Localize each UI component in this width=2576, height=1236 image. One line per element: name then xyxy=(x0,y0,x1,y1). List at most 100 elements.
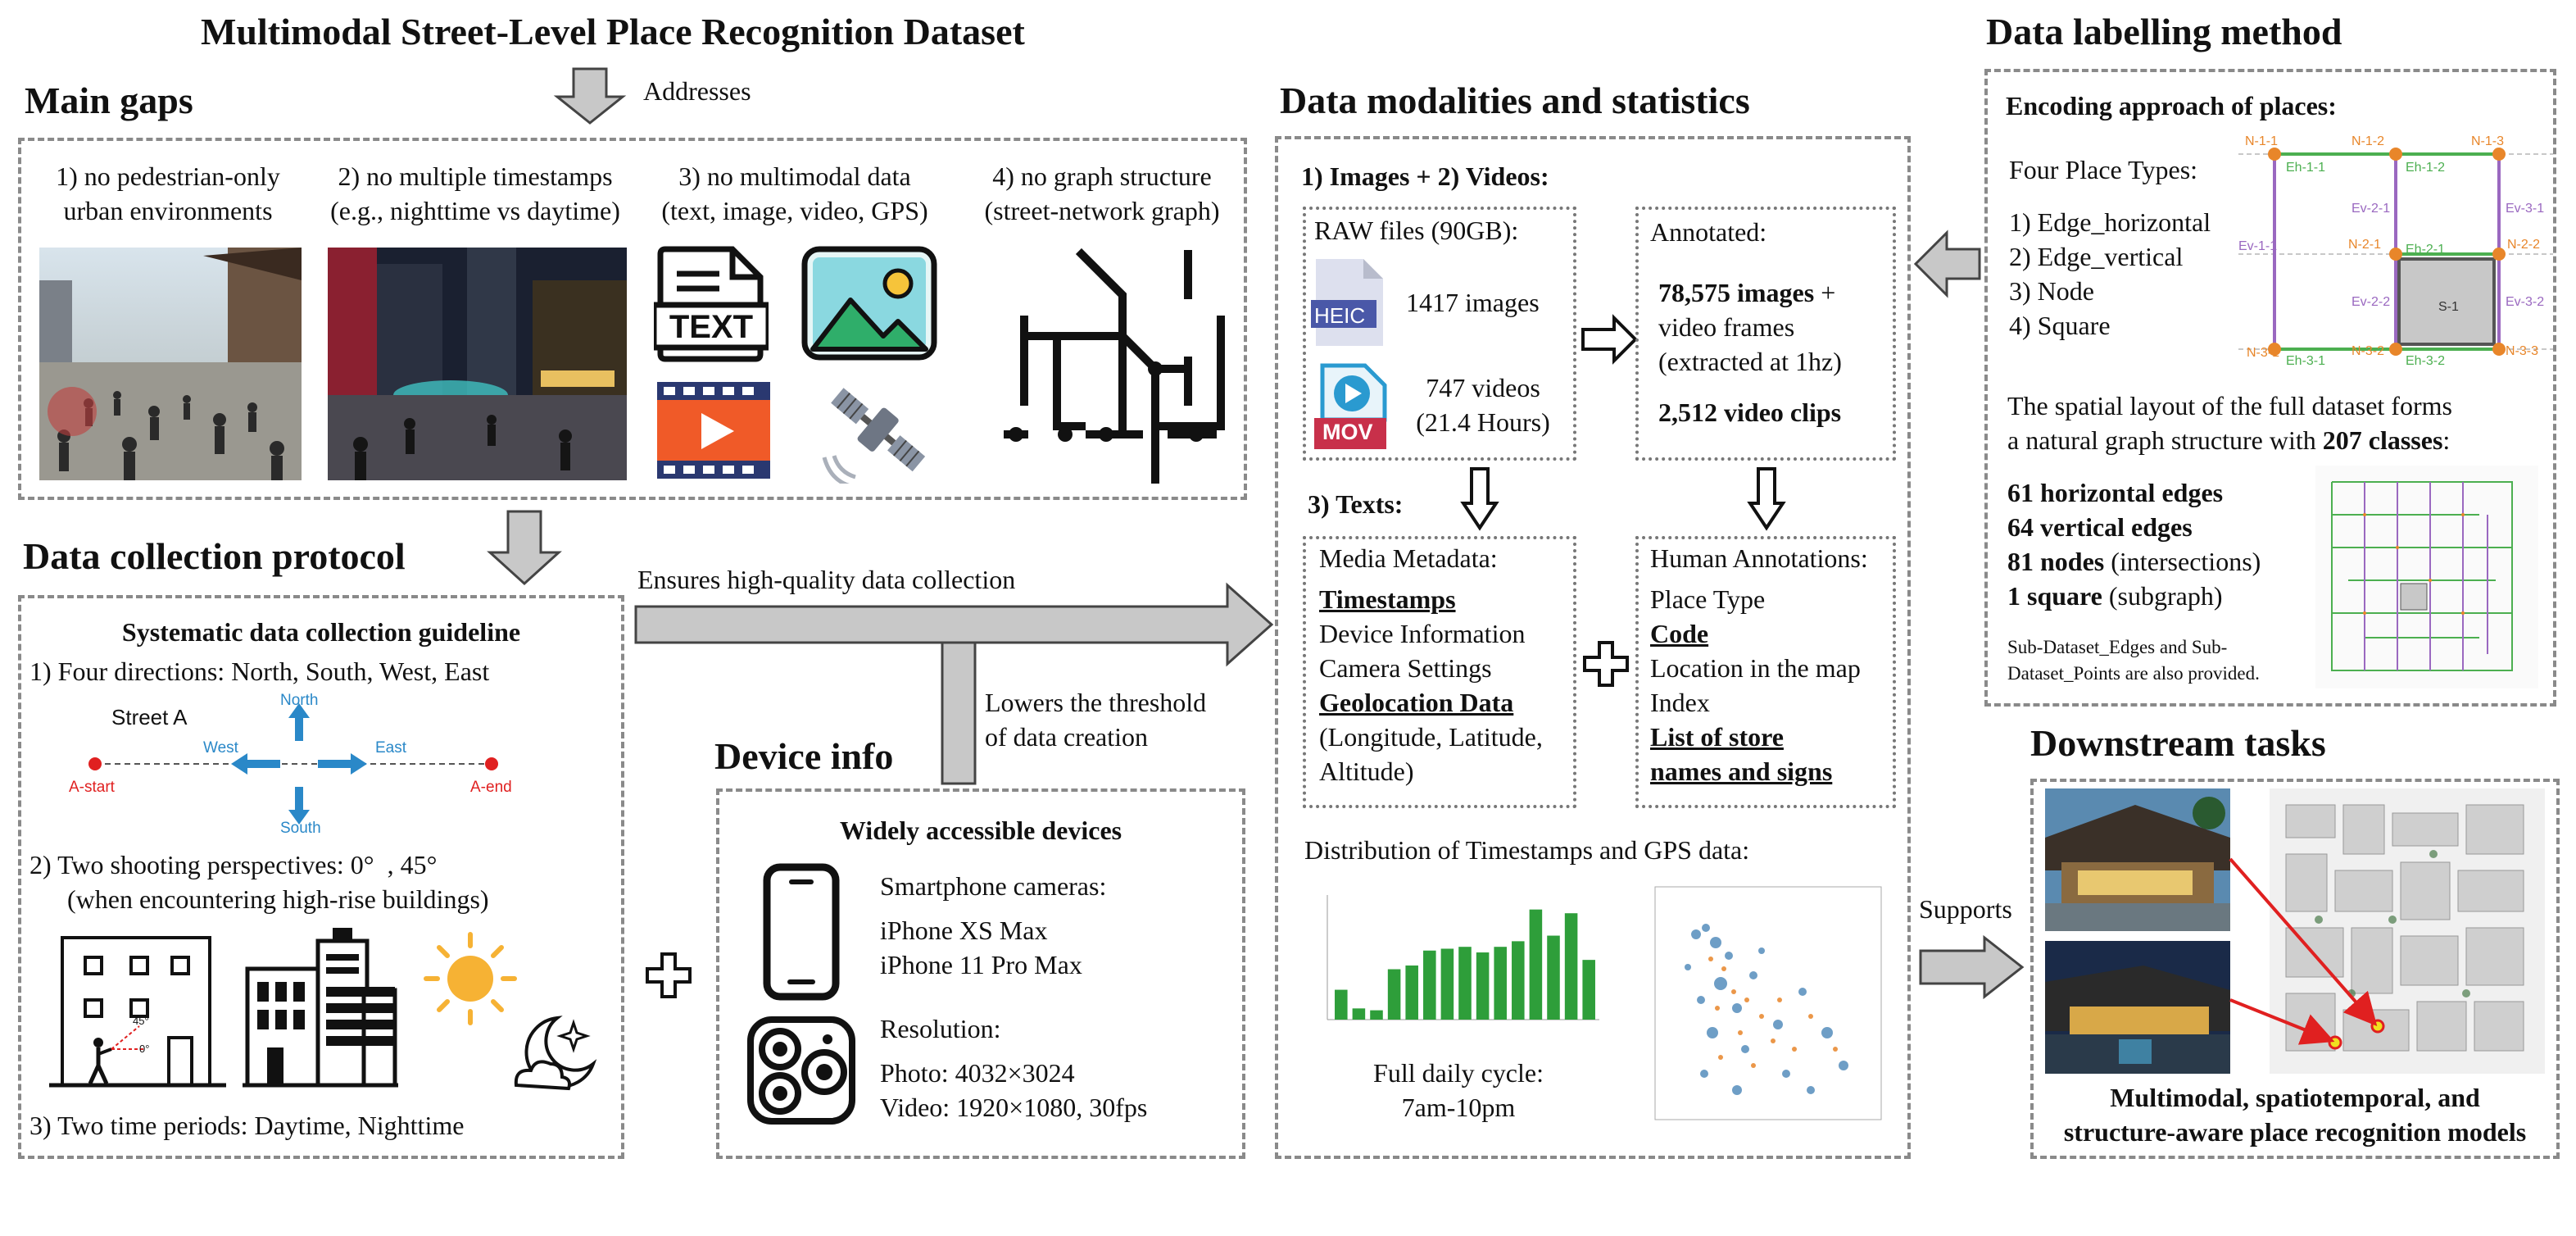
video-film-icon xyxy=(657,382,770,479)
gps-satellite-icon xyxy=(822,388,926,484)
protocol-item-3: 3) Two time periods: Daytime, Nighttime xyxy=(29,1111,465,1140)
lowers-threshold-arrow xyxy=(941,641,977,785)
node-label-n32: N-3-2 xyxy=(2352,344,2385,358)
gaps-to-protocol-arrow xyxy=(487,510,562,586)
edge-label-eh12: Eh-1-2 xyxy=(2406,161,2446,175)
media-metadata-list: Media Metadata: Timestamps Device Inform… xyxy=(1319,543,1543,786)
daytime-pedestrian-photo xyxy=(39,248,302,480)
human-annotations-list: Human Annotations: Place Type Code Locat… xyxy=(1650,543,1868,786)
moon-icon xyxy=(514,1016,597,1091)
videos-count: 747 videos(21.4 Hours) xyxy=(1416,373,1550,437)
heic-label: HEIC xyxy=(1314,303,1366,328)
raw-to-metadata-arrow xyxy=(1460,467,1499,531)
annotated-label: Annotated: xyxy=(1650,217,1767,247)
main-gaps-heading: Main gaps xyxy=(25,80,193,121)
node-label-n22: N-2-2 xyxy=(2507,238,2541,252)
triple-camera-icon xyxy=(747,1016,855,1125)
node-label-n21: N-2-1 xyxy=(2348,238,2382,252)
place-types-list: 1) Edge_horizontal 2) Edge_vertical 3) N… xyxy=(2009,207,2211,340)
protocol-item-1: 1) Four directions: North, South, West, … xyxy=(29,657,490,686)
edge-label-ev21: Ev-2-1 xyxy=(2352,202,2391,216)
nighttime-street-photo xyxy=(328,248,627,480)
protocol-subheading: Systematic data collection guideline xyxy=(121,617,521,647)
gap-item-3: 3) no multimodal data(text, image, video… xyxy=(661,161,928,225)
text-icon-label: TEXT xyxy=(669,309,754,345)
mov-file-icon xyxy=(1314,363,1387,449)
chart-bar-13 xyxy=(1440,948,1454,1020)
south-label: South xyxy=(280,820,321,837)
plus-icon-2 xyxy=(1583,641,1629,687)
timestamp-bar-chart xyxy=(1311,888,1606,1033)
edge-label-ev11: Ev-1-1 xyxy=(2238,239,2278,253)
device-panel xyxy=(716,788,1245,1159)
chart-bar-11 xyxy=(1405,965,1418,1020)
node-label-n12: N-1-2 xyxy=(2352,134,2385,148)
images-count: 1417 images xyxy=(1406,288,1540,317)
edge-label-ev32: Ev-3-2 xyxy=(2506,295,2545,309)
encoding-grid-diagram xyxy=(2238,148,2553,356)
downstream-day-photo xyxy=(2045,788,2230,931)
edge-label-ev31: Ev-3-1 xyxy=(2506,202,2545,216)
angle-45-label: 45° xyxy=(133,1015,149,1027)
node-label-n11: N-1-1 xyxy=(2245,134,2279,148)
sun-icon xyxy=(424,932,517,1025)
gap-item-4: 4) no graph structure(street-network gra… xyxy=(984,161,1220,225)
annotated-to-human-arrow xyxy=(1747,467,1786,531)
supports-arrow xyxy=(1919,934,2025,1000)
texts-label: 3) Texts: xyxy=(1308,489,1404,519)
edge-label-eh32: Eh-3-2 xyxy=(2406,354,2446,368)
labelling-heading: Data labelling method xyxy=(1986,11,2342,52)
sub-dataset-note: Sub-Dataset_Edges and Sub-Dataset_Points… xyxy=(2007,637,2260,684)
chart-bar-19 xyxy=(1547,935,1560,1020)
node-label-n13: N-1-3 xyxy=(2471,134,2505,148)
daily-cycle-label: Full daily cycle:7am-10pm xyxy=(1373,1058,1544,1122)
resolution-info: Resolution: Photo: 4032×3024 Video: 1920… xyxy=(880,1014,1148,1122)
gps-scatter-plot xyxy=(1654,886,1882,1120)
image-picture-icon xyxy=(801,246,937,361)
downstream-heading: Downstream tasks xyxy=(2030,722,2326,764)
device-subheading: Widely accessible devices xyxy=(839,816,1122,845)
annotated-stats: 78,575 images + video frames (extracted … xyxy=(1658,278,1842,427)
downstream-panel xyxy=(2030,779,2560,1159)
node-label-n33: N-3-3 xyxy=(2506,344,2539,358)
smartphone-icon xyxy=(763,863,840,1001)
edge-label-eh21: Eh-2-1 xyxy=(2406,243,2446,257)
north-label: North xyxy=(280,692,319,709)
main-gaps-panel xyxy=(18,138,1247,500)
addresses-label: Addresses xyxy=(643,76,751,106)
raw-files-label: RAW files (90GB): xyxy=(1314,216,1519,245)
encoding-approach-label: Encoding approach of places: xyxy=(2006,91,2337,120)
ensures-label: Ensures high-quality data collection xyxy=(637,565,1016,594)
text-document-icon xyxy=(654,246,769,362)
a-end-label: A-end xyxy=(470,779,512,796)
recognition-arrows xyxy=(2229,857,2378,1045)
modalities-panel xyxy=(1275,136,1911,1159)
media-metadata-box xyxy=(1303,536,1576,808)
chart-bar-7 xyxy=(1335,989,1348,1020)
dataset-title: Multimodal Street-Level Place Recognitio… xyxy=(201,11,1025,52)
device-heading: Device info xyxy=(714,735,894,777)
annotated-box xyxy=(1635,207,1896,461)
east-label: East xyxy=(375,739,407,757)
street-label: Street A xyxy=(111,705,188,729)
raw-to-annotated-arrow xyxy=(1581,314,1638,365)
place-types-label: Four Place Types: xyxy=(2009,155,2198,184)
spatial-layout-text: The spatial layout of the full dataset f… xyxy=(2007,391,2452,455)
chart-bar-18 xyxy=(1529,909,1543,1020)
protocol-panel xyxy=(18,595,624,1159)
chart-bar-12 xyxy=(1423,950,1436,1020)
high-rise-building-icon xyxy=(243,928,398,1088)
angle-0-label: 0° xyxy=(139,1043,150,1055)
modalities-heading: Data modalities and statistics xyxy=(1280,80,1750,121)
full-graph-map xyxy=(2315,466,2538,688)
protocol-item-2: 2) Two shooting perspectives: 0° , 45° (… xyxy=(29,850,489,914)
chart-bar-16 xyxy=(1494,947,1507,1020)
low-building-icon xyxy=(49,936,226,1088)
protocol-heading: Data collection protocol xyxy=(23,535,406,577)
a-start-label: A-start xyxy=(69,779,115,796)
chart-bar-10 xyxy=(1387,969,1401,1020)
gap-item-2: 2) no multiple timestamps(e.g., nighttim… xyxy=(330,161,620,225)
chart-bar-21 xyxy=(1582,960,1595,1020)
street-graph-icon xyxy=(1004,248,1225,484)
